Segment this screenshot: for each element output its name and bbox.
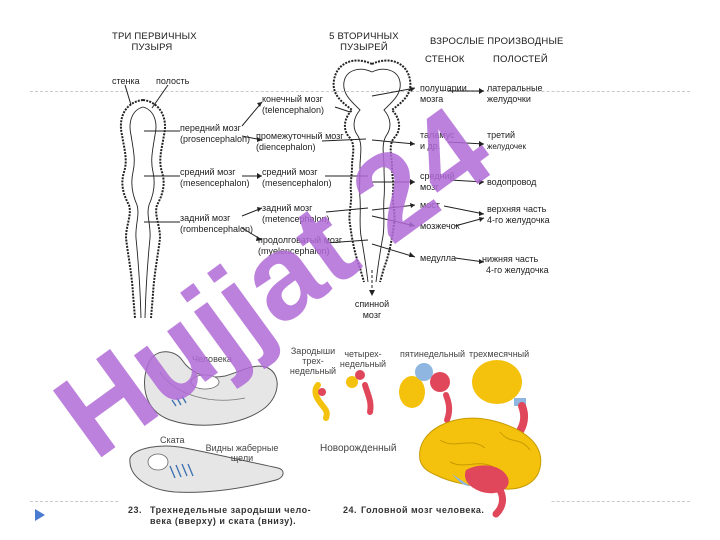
caption-24-number: 24. <box>343 505 358 515</box>
label-hindbrain: задний мозг <box>180 213 231 223</box>
label-telencephalon: конечный мозг <box>262 94 323 104</box>
cavity-third-2: желудочек <box>487 142 526 151</box>
label-gill-slits-2: щели <box>230 453 254 463</box>
header-walls: СТЕНОК <box>425 54 465 65</box>
wall-thalamus-2: и др. <box>420 141 441 151</box>
cavity-third: третий <box>487 130 516 140</box>
label-midbrain-latin: (mesencephalon) <box>180 178 250 188</box>
skate-embryo-drawing <box>129 445 284 493</box>
label-myelencephalon-latin: (myelencephalon) <box>258 246 330 256</box>
embryo-schematic <box>120 59 485 319</box>
cavity-lateral: латеральные <box>487 83 543 93</box>
cavity-lower4-2: 4-го желудочка <box>486 265 549 275</box>
brain-four-week <box>346 370 374 415</box>
header-cavities: ПОЛОСТЕЙ <box>493 54 548 65</box>
wall-midbrain: средний <box>420 171 455 181</box>
label-telencephalon-latin: (telencephalon) <box>262 105 325 115</box>
wall-thalamus: таламус <box>420 130 455 140</box>
label-mesencephalon: средний мозг <box>262 167 318 177</box>
guide-line-top <box>30 91 690 92</box>
header-adult-derivatives: ВЗРОСЛЫЕ ПРОИЗВОДНЫЕ <box>430 36 564 47</box>
label-diencephalon-latin: (diencephalon) <box>256 142 316 152</box>
wall-midbrain-2: мозг <box>420 182 439 192</box>
label-newborn: Новорожденный <box>320 443 397 454</box>
secondary-vesicle-tube <box>332 59 412 283</box>
cavity-upper4: верхняя часть <box>487 204 547 214</box>
header-five-secondary-line1: 5 ВТОРИЧНЫХ <box>329 31 399 42</box>
brain-five-week <box>399 363 453 423</box>
label-three-week-1: Зародыши <box>290 346 336 356</box>
header-three-primary-line1: ТРИ ПЕРВИЧНЫХ <box>112 31 197 42</box>
cavity-upper4-2: 4-го желудочка <box>487 215 550 225</box>
wall-medulla: медулла <box>420 253 457 263</box>
caption-23-line1: Трехнедельные зародыши чело- <box>150 505 312 515</box>
label-wall: стенка <box>112 76 140 86</box>
label-metencephalon: задний мозг <box>262 203 313 213</box>
wall-hemispheres-2: мозга <box>420 94 444 104</box>
label-spinal-cord-2: мозг <box>362 310 382 320</box>
label-four-week-2: недельный <box>339 359 387 369</box>
cavity-lateral-2: желудочки <box>487 94 531 104</box>
label-four-week-1: четырех- <box>344 349 382 359</box>
label-midbrain: средний мозг <box>180 167 236 177</box>
human-embryo-drawing <box>144 351 278 426</box>
label-mesencephalon-latin: (mesencephalon) <box>262 178 332 188</box>
label-human: Человека <box>192 354 232 364</box>
label-metencephalon-latin: (metencephalon) <box>262 214 330 224</box>
label-three-month: трехмесячный <box>469 349 530 359</box>
primary-vesicle-tube <box>120 99 166 319</box>
brain-three-week <box>312 382 330 421</box>
slide-bullet-icon <box>35 509 45 521</box>
cavity-lower4: нижняя часть <box>482 254 539 264</box>
label-spinal-cord: спинной <box>354 299 390 309</box>
wall-pons: мост <box>420 200 440 210</box>
caption-24: Головной мозг человека. <box>361 505 485 515</box>
wall-cerebellum: мозжечок <box>420 221 460 231</box>
label-myelencephalon: продолговатый мозг <box>258 235 343 245</box>
label-three-week-3: недельный <box>289 366 337 376</box>
caption-23-line2: века (вверху) и ската (внизу). <box>150 516 297 526</box>
brain-newborn <box>419 417 542 518</box>
label-three-week-2: трех- <box>302 356 324 366</box>
label-five-week: пятинедельный <box>400 349 466 359</box>
header-three-primary-line2: ПУЗЫРЯ <box>131 42 173 53</box>
cavity-aqueduct: водопровод <box>487 177 537 187</box>
label-hindbrain-latin: (rombencephalon) <box>180 224 254 234</box>
label-forebrain-latin: (prosencephalon) <box>180 134 251 144</box>
embryo-brain-illustrations <box>120 330 550 520</box>
label-diencephalon: промежуточный мозг <box>256 131 344 141</box>
label-cavity: полость <box>156 76 190 86</box>
label-skate: Ската <box>160 435 185 445</box>
header-five-secondary-line2: ПУЗЫРЕЙ <box>340 42 388 53</box>
label-gill-slits-1: Видны жаберные <box>205 443 279 453</box>
label-forebrain: передний мозг <box>180 123 241 133</box>
wall-hemispheres: полушарии <box>420 83 467 93</box>
caption-23-number: 23. <box>128 505 143 515</box>
